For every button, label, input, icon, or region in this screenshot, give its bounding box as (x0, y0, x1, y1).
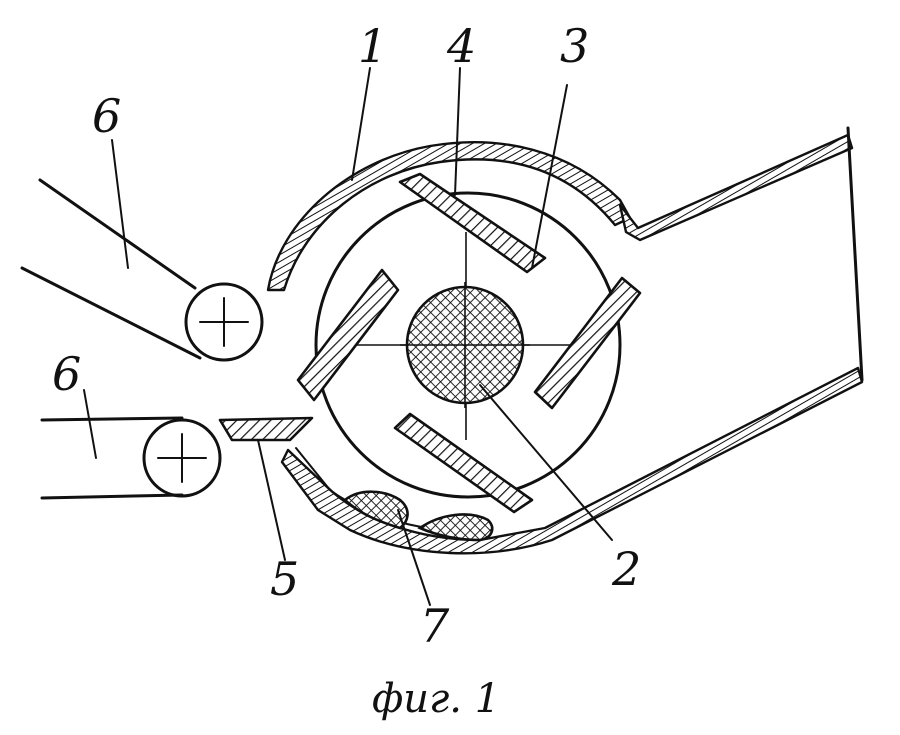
roller-bottom-body (40, 416, 184, 500)
label-5: 5 (270, 552, 299, 606)
label-3: 3 (560, 19, 589, 73)
blade-top (398, 172, 547, 274)
knife (218, 416, 314, 442)
label-2: 2 (611, 542, 641, 596)
leader-4 (454, 67, 461, 196)
label-7: 7 (420, 599, 450, 653)
leader-5 (257, 439, 286, 561)
deposit-1 (343, 490, 409, 530)
blade-left (296, 268, 400, 402)
blade-bottom (393, 412, 534, 514)
rotor-disk (314, 191, 622, 499)
duct-end (846, 126, 864, 382)
deposit-2 (417, 513, 494, 542)
leader-1 (351, 67, 371, 181)
label-1: 1 (358, 19, 387, 73)
roller-bottom-end (142, 418, 222, 498)
leader-7 (397, 509, 431, 606)
label-6-bottom: 6 (52, 347, 81, 401)
leader-2 (479, 384, 613, 541)
figure-caption: фиг. 1 (372, 676, 500, 722)
roller-top-end (184, 282, 264, 362)
blade-right (533, 276, 642, 410)
leader-6-bottom (83, 389, 97, 459)
leader-3 (531, 84, 568, 269)
leader-6-top (111, 139, 129, 269)
roller-top-body (20, 178, 202, 360)
label-6-top: 6 (92, 89, 121, 143)
label-4: 4 (446, 19, 476, 73)
duct-wall-top (618, 133, 854, 242)
